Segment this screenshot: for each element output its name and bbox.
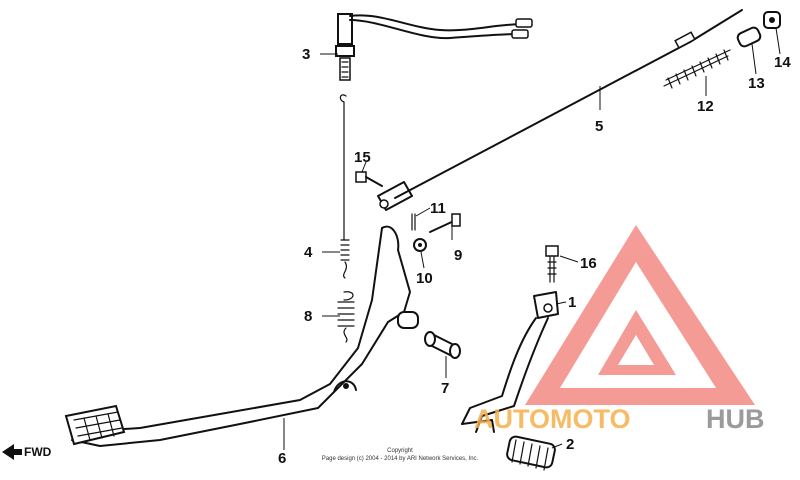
- part-5-cable: [394, 9, 743, 199]
- callout-2: 2: [566, 436, 574, 453]
- part-13-nut: [736, 26, 762, 48]
- callout-16: 16: [580, 255, 597, 272]
- cable-bracket: [377, 181, 413, 211]
- copyright-line2: Page design (c) 2004 - 2014 by ARI Netwo…: [322, 456, 479, 462]
- callout-3: 3: [302, 46, 310, 63]
- logo-triangle-hole: [618, 335, 654, 365]
- watermark-part2: HUB: [706, 404, 765, 434]
- copyright-line1: Copyright: [387, 448, 413, 454]
- watermark-text: AUTOMOTO HUB: [474, 404, 765, 434]
- part-15-bolt: [355, 171, 383, 187]
- callout-1: 1: [568, 294, 576, 311]
- part-1-shift-lever: [461, 291, 559, 433]
- part-3-switch: [335, 13, 533, 81]
- callout-15: 15: [354, 149, 371, 166]
- callout-13: 13: [748, 75, 765, 92]
- part-2-shift-rubber: [506, 435, 556, 471]
- leader-lines: [283, 27, 781, 450]
- callouts: 3 4 5 6 7 8 9 10 11 12 13 14 15 16 1 2: [278, 46, 791, 467]
- part-12-spring: [663, 49, 731, 89]
- callout-9: 9: [454, 247, 462, 264]
- part-16-bolt: [545, 245, 559, 283]
- callout-11: 11: [430, 200, 446, 217]
- part-14-nut: [763, 11, 781, 29]
- callout-8: 8: [304, 308, 312, 325]
- part-8-spring: [337, 291, 355, 343]
- watermark-part1: AUTOMOTO: [474, 404, 631, 434]
- callout-4: 4: [304, 244, 313, 261]
- part-11-pin: [411, 213, 416, 231]
- copyright: Copyright Page design (c) 2004 - 2014 by…: [322, 448, 479, 462]
- part-10-washer: [413, 238, 427, 252]
- callout-12: 12: [697, 98, 714, 115]
- part-7-collar: [424, 331, 461, 359]
- callout-14: 14: [774, 54, 791, 71]
- fwd-label: FWD: [24, 445, 52, 459]
- part-9-pin: [429, 213, 461, 233]
- part-4-spring: [339, 94, 350, 279]
- callout-10: 10: [416, 270, 433, 287]
- callout-6: 6: [278, 450, 286, 467]
- part-6-brake-pedal: [64, 225, 419, 447]
- fwd-arrow: FWD: [2, 444, 52, 460]
- watermark-logo: [525, 225, 755, 405]
- callout-7: 7: [441, 380, 449, 397]
- callout-5: 5: [595, 118, 603, 135]
